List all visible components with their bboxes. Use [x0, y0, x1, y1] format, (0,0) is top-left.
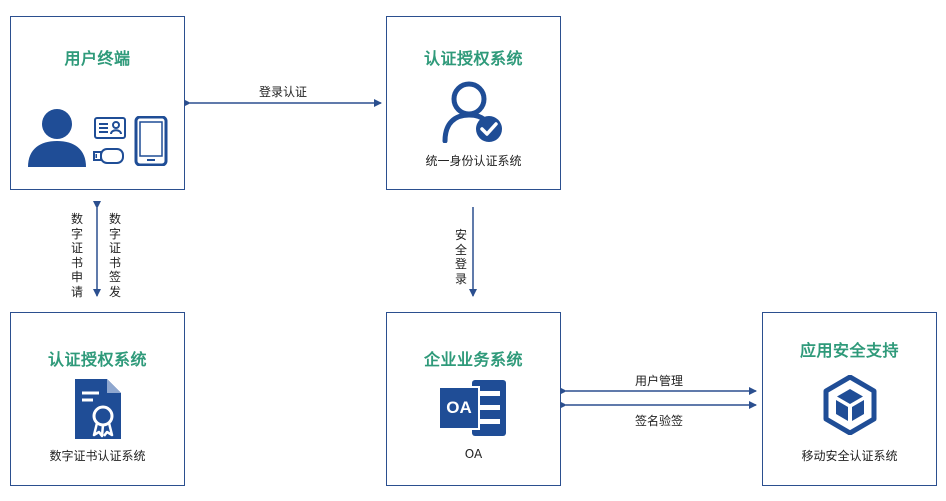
phone-icon	[134, 116, 168, 166]
user-icon	[28, 109, 86, 167]
sign-verify-label: 签名验签	[635, 414, 684, 428]
app-security-node: 应用安全支持 移动安全认证系统	[762, 312, 937, 486]
login-auth-label: 登录认证	[259, 85, 308, 99]
user-terminal-node: 用户终端	[10, 16, 185, 190]
auth-system-top-title: 认证授权系统	[423, 49, 523, 68]
cert-issue-label: 数字证书签发	[108, 212, 121, 299]
oa-icon-text: OA	[438, 386, 480, 430]
auth-system-top-node: 认证授权系统 统一身份认证系统	[386, 16, 561, 190]
auth-system-bottom-caption: 数字证书认证系统	[49, 449, 146, 463]
oa-app-icon: OA	[438, 380, 508, 436]
auth-system-bottom-title: 认证授权系统	[47, 350, 147, 369]
id-card-icon	[94, 117, 126, 139]
enterprise-business-title: 企业业务系统	[423, 350, 523, 369]
usb-key-icon	[93, 148, 124, 164]
auth-system-top-caption: 统一身份认证系统	[425, 154, 522, 168]
enterprise-business-caption: OA	[464, 447, 483, 461]
security-cube-icon	[823, 375, 877, 435]
app-security-caption: 移动安全认证系统	[801, 449, 898, 463]
secure-login-label: 安全登录	[454, 228, 467, 286]
user-terminal-title: 用户终端	[64, 49, 131, 68]
app-security-title: 应用安全支持	[799, 341, 899, 360]
user-verified-icon	[442, 81, 502, 143]
auth-system-bottom-node: 认证授权系统 数字证书认证系统	[10, 312, 185, 486]
user-management-label: 用户管理	[635, 374, 684, 388]
enterprise-business-node: 企业业务系统 OA OA	[386, 312, 561, 486]
certificate-icon	[75, 379, 121, 439]
cert-apply-label: 数字证书申请	[70, 212, 83, 299]
